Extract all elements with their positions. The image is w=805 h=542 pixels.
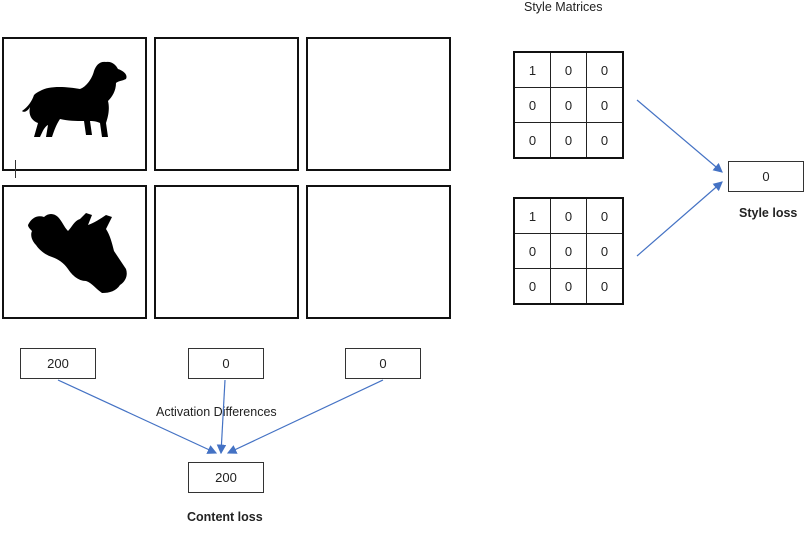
matrix-cell: 0 [550, 122, 587, 159]
matrix-cell: 0 [550, 233, 587, 269]
matrix-cell: 0 [550, 51, 587, 88]
matrix-cell: 0 [550, 87, 587, 123]
style-matrices-title: Style Matrices [524, 0, 603, 14]
matrix-cell: 0 [586, 197, 624, 234]
dog-silhouette-icon [22, 61, 127, 137]
arrow-matrix1-to-style-loss [636, 99, 723, 173]
matrix-cell: 1 [513, 197, 551, 234]
style-matrix-2: 1 0 0 0 0 0 0 0 0 [513, 197, 624, 305]
text-cursor [15, 160, 16, 178]
matrix-cell: 0 [586, 233, 624, 269]
image-panel-bottom-1 [2, 185, 147, 319]
image-panel-bottom-3 [306, 185, 451, 319]
image-panel-top-2 [154, 37, 299, 171]
content-loss-value-box: 200 [188, 462, 264, 493]
image-panel-bottom-2 [154, 185, 299, 319]
matrix-cell: 0 [550, 268, 587, 305]
matrix-cell: 0 [550, 197, 587, 234]
image-panel-top-1 [2, 37, 147, 171]
matrix-cell: 0 [513, 268, 551, 305]
arrow-matrix2-to-style-loss [636, 181, 723, 257]
arrow-act3-to-content-loss [226, 379, 384, 454]
activation-differences-label: Activation Differences [156, 405, 277, 419]
dog-silhouette-flipped-icon [28, 213, 127, 293]
matrix-cell: 0 [586, 87, 624, 123]
activation-value-box-1: 200 [20, 348, 96, 379]
arrow-act2-to-content-loss [216, 379, 227, 455]
activation-value-box-3: 0 [345, 348, 421, 379]
arrow-act1-to-content-loss [57, 379, 218, 454]
style-loss-label: Style loss [739, 206, 798, 220]
matrix-cell: 0 [586, 268, 624, 305]
content-loss-label: Content loss [187, 510, 263, 524]
matrix-cell: 0 [586, 51, 624, 88]
matrix-cell: 0 [586, 122, 624, 159]
image-panel-top-3 [306, 37, 451, 171]
style-loss-value-box: 0 [728, 161, 804, 192]
style-matrix-1: 1 0 0 0 0 0 0 0 0 [513, 51, 624, 159]
matrix-cell: 0 [513, 233, 551, 269]
activation-value-box-2: 0 [188, 348, 264, 379]
